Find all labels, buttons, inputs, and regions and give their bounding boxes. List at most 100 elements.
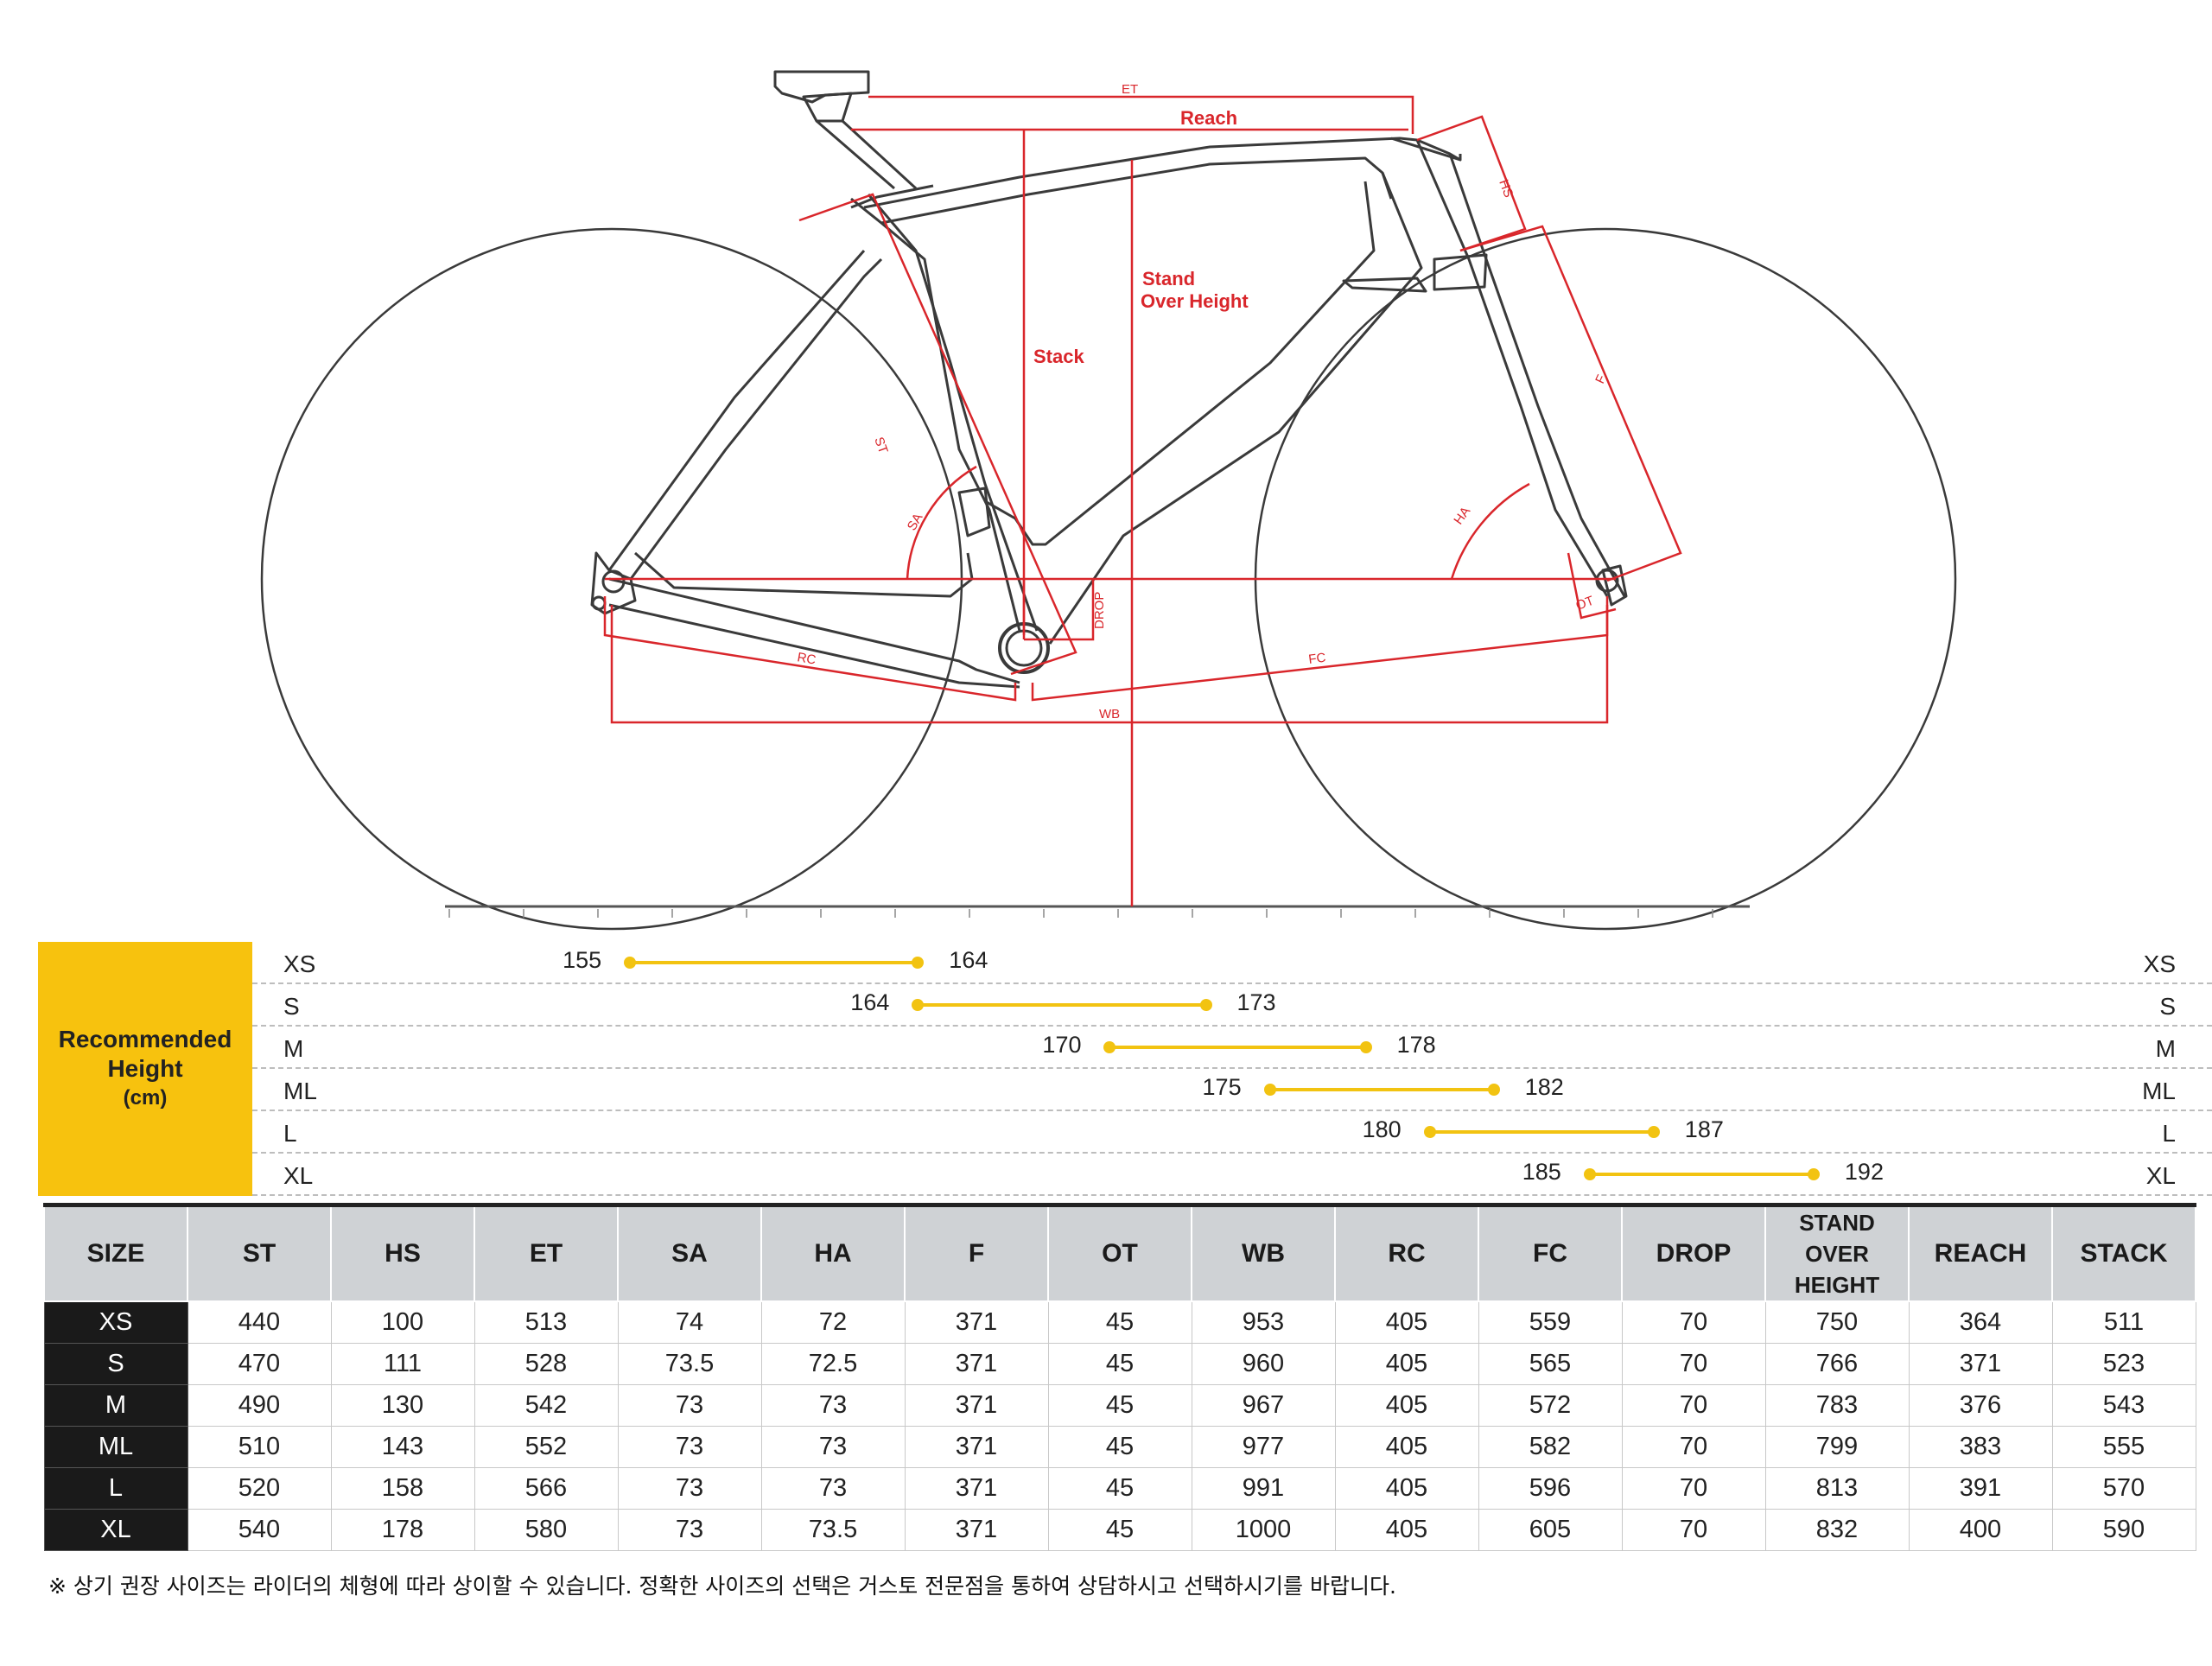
rec-size-label: L <box>283 1120 297 1147</box>
column-header: STACK <box>2051 1204 2196 1302</box>
table-cell: 967 <box>1191 1384 1336 1427</box>
table-cell: 596 <box>1478 1467 1623 1510</box>
table-cell: 70 <box>1621 1300 1766 1344</box>
bike-geometry-diagram: ET Reach HS Stand Over Height Stack ST S… <box>260 70 1957 931</box>
column-header: REACH <box>1908 1204 2053 1302</box>
rec-min-value: 185 <box>1522 1159 1561 1185</box>
column-header: ET <box>474 1204 619 1302</box>
ground-line <box>445 905 1750 918</box>
table-cell: 45 <box>1047 1509 1192 1551</box>
rec-size-label-right: M <box>2155 1035 2176 1062</box>
table-cell: 111 <box>330 1343 475 1385</box>
table-cell: 510 <box>187 1426 332 1468</box>
table-cell: 991 <box>1191 1467 1336 1510</box>
table-cell: 70 <box>1621 1467 1766 1510</box>
table-cell: 405 <box>1334 1509 1479 1551</box>
rec-range-dot <box>1583 1168 1596 1180</box>
table-cell: 371 <box>1908 1343 2053 1385</box>
rec-range-dot <box>1807 1168 1820 1180</box>
table-cell: 513 <box>474 1300 619 1344</box>
table-cell: 543 <box>2051 1384 2196 1427</box>
table-cell: 813 <box>1764 1467 1910 1510</box>
table-cell: 540 <box>187 1509 332 1551</box>
rec-range-dot <box>1487 1084 1500 1096</box>
table-cell: 371 <box>904 1467 1049 1510</box>
rec-min-value: 175 <box>1202 1074 1242 1100</box>
size-cell: L <box>43 1467 188 1510</box>
label-wb: WB <box>1099 707 1120 722</box>
table-cell: 405 <box>1334 1426 1479 1468</box>
table-cell: 552 <box>474 1426 619 1468</box>
column-header: FC <box>1478 1204 1623 1302</box>
label-f: F <box>1592 372 1609 385</box>
size-cell: M <box>43 1384 188 1427</box>
column-header: RC <box>1334 1204 1479 1302</box>
table-cell: 72.5 <box>760 1343 906 1385</box>
rec-title-line2: Height <box>107 1055 183 1082</box>
rec-size-label-right: L <box>2162 1120 2176 1147</box>
table-cell: 383 <box>1908 1426 2053 1468</box>
footnote: ※ 상기 권장 사이즈는 라이더의 체형에 따라 상이할 수 있습니다. 정확한… <box>48 1574 1396 1599</box>
label-stand-line2: Over Height <box>1141 290 1249 312</box>
rec-range-dot <box>1647 1126 1660 1138</box>
column-header: ST <box>187 1204 332 1302</box>
table-cell: 523 <box>2051 1343 2196 1385</box>
rec-range-dot <box>912 999 925 1011</box>
rec-range-bar <box>1269 1088 1494 1091</box>
column-header: SIZE <box>43 1204 188 1302</box>
column-header: HS <box>330 1204 475 1302</box>
column-header: HA <box>760 1204 906 1302</box>
table-cell: 73 <box>617 1509 762 1551</box>
table-cell: 73 <box>760 1426 906 1468</box>
size-cell: S <box>43 1343 188 1385</box>
table-cell: 520 <box>187 1467 332 1510</box>
rec-range-bar <box>918 1003 1206 1007</box>
table-cell: 405 <box>1334 1300 1479 1344</box>
rec-range-dot <box>912 957 925 969</box>
label-ot: OT <box>1574 594 1596 614</box>
rec-title-line1: Recommended <box>58 1026 232 1052</box>
table-cell: 73 <box>760 1467 906 1510</box>
rec-size-label: ML <box>283 1078 317 1104</box>
table-cell: 371 <box>904 1509 1049 1551</box>
label-et: ET <box>1122 82 1138 97</box>
rec-size-label-right: S <box>2159 993 2176 1020</box>
column-header: SA <box>617 1204 762 1302</box>
rec-max-value: 182 <box>1524 1074 1564 1100</box>
size-cell: XS <box>43 1300 188 1344</box>
table-cell: 783 <box>1764 1384 1910 1427</box>
table-cell: 799 <box>1764 1426 1910 1468</box>
table-cell: 1000 <box>1191 1509 1336 1551</box>
rec-range-dot <box>1103 1041 1116 1053</box>
column-header: STAND OVER HEIGHT <box>1764 1204 1910 1302</box>
label-hs: HS <box>1496 178 1516 200</box>
table-cell: 371 <box>904 1343 1049 1385</box>
table-cell: 45 <box>1047 1426 1192 1468</box>
table-cell: 960 <box>1191 1343 1336 1385</box>
table-cell: 555 <box>2051 1426 2196 1468</box>
column-header: DROP <box>1621 1204 1766 1302</box>
table-cell: 45 <box>1047 1343 1192 1385</box>
table-cell: 750 <box>1764 1300 1910 1344</box>
table-cell: 490 <box>187 1384 332 1427</box>
table-cell: 605 <box>1478 1509 1623 1551</box>
dimension-lines <box>603 95 1682 906</box>
table-cell: 45 <box>1047 1467 1192 1510</box>
rec-max-value: 173 <box>1236 989 1276 1015</box>
table-cell: 832 <box>1764 1509 1910 1551</box>
rec-range-dot <box>1359 1041 1372 1053</box>
rec-range-dot <box>1263 1084 1276 1096</box>
table-cell: 74 <box>617 1300 762 1344</box>
table-cell: 100 <box>330 1300 475 1344</box>
table-cell: 570 <box>2051 1467 2196 1510</box>
table-cell: 572 <box>1478 1384 1623 1427</box>
